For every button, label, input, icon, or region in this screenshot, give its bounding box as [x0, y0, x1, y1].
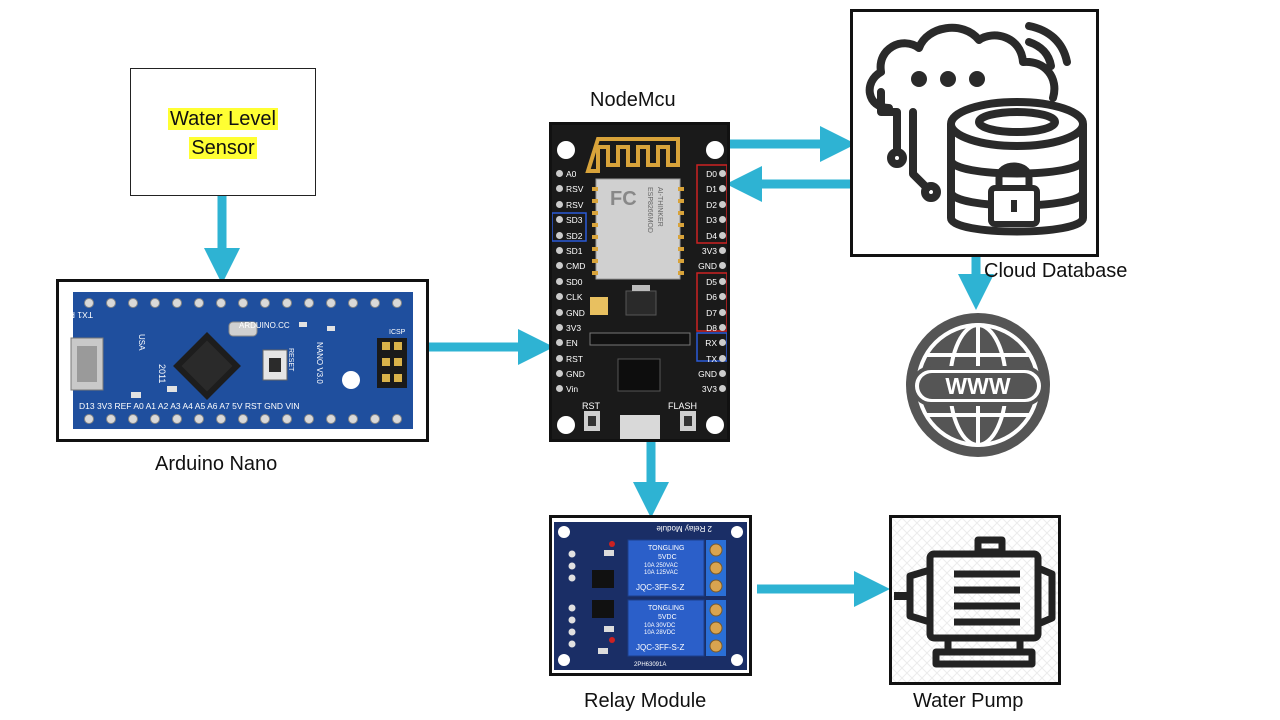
relay2-spec3: 10A 30VDC [644, 623, 676, 629]
arduino-usa-text: USA [137, 334, 146, 351]
cloud-database-box [850, 9, 1099, 257]
nodemcu-pin-label: 3V3 [701, 245, 717, 256]
motor-pump-icon [892, 518, 1058, 682]
nodemcu-left-pins: A0 RSV RSV SD3 SD2 SD1 CMD SD0 CLK GND 3… [556, 167, 596, 398]
nodemcu-pin-label: D7 [706, 307, 717, 318]
nodemcu-pin-label: TX [706, 353, 717, 364]
nodemcu-pin-label: Vin [566, 384, 579, 395]
arduino-nano-label: Arduino Nano [155, 453, 278, 475]
globe-www-icon: WWW [906, 313, 1050, 457]
nodemcu-pin-label: D3 [706, 215, 717, 226]
nodemcu-pin-label: D1 [706, 184, 717, 195]
relay2-part: JQC-3FF-S-Z [636, 643, 685, 652]
relay2-brand: TONGLING [648, 605, 684, 612]
relay2-volt: 5VDC [658, 614, 677, 621]
nodemcu-pin-label: SD2 [566, 230, 583, 241]
water-pump-label: Water Pump [913, 690, 1024, 712]
www-text: WWW [945, 373, 1010, 399]
nodemcu-model-text: ESP8266MOD [646, 187, 653, 233]
arduino-bottom-pin-labels: D13 3V3 REF A0 A1 A2 A3 A4 A5 A6 A7 5V R… [79, 401, 300, 411]
nodemcu-pin-label: D5 [706, 276, 717, 287]
relay-board-title: 2 Relay Module [656, 524, 712, 533]
sensor-label-line1: Water Level [168, 108, 278, 130]
arduino-nano-box: TX1 RX0 RST GND D2 D3 D4 D5 D6 D7 D8 D9 … [56, 279, 429, 442]
cloud-database-label: Cloud Database [984, 260, 1128, 282]
nodemcu-pin-label: GND [566, 307, 585, 318]
arduino-model-text: NANO V3.0 [315, 342, 324, 384]
nodemcu-fc-mark: FC [610, 188, 637, 210]
arduino-reset-text: RESET [287, 348, 294, 372]
nodemcu-flash-button-label: FLASH [668, 401, 697, 411]
relay-module-box: 2 Relay Module TONGLING 5VDC 10A 250VAC … [549, 515, 752, 676]
nodemcu-pin-label: RX [705, 338, 717, 349]
relay1-spec1: 10A 250VAC [644, 563, 679, 569]
nodemcu-pin-label: CMD [566, 261, 586, 272]
nodemcu-pin-label: 3V3 [701, 384, 717, 395]
arduino-year-text: 2011 [157, 364, 167, 383]
nodemcu-label: NodeMcu [590, 89, 676, 111]
nodemcu-pin-label: EN [566, 338, 578, 349]
nodemcu-pin-label: D6 [706, 292, 717, 303]
nodemcu-pin-label: D2 [706, 199, 717, 210]
nodemcu-pin-label: A0 [566, 169, 577, 179]
relay1-brand: TONGLING [648, 545, 684, 552]
sensor-label-line2: Sensor [189, 137, 257, 159]
nodemcu-pin-label: RSV [566, 184, 584, 195]
relay1-part: JQC-3FF-S-Z [636, 583, 685, 592]
nodemcu-board: FC ESP8266MOD AI-THINKER RST FLASH [552, 125, 727, 439]
arduino-icsp-text: ICSP [389, 329, 406, 336]
nodemcu-box: FC ESP8266MOD AI-THINKER RST FLASH A0 R [549, 122, 730, 442]
nodemcu-pin-label: D8 [706, 322, 717, 333]
nodemcu-vendor-text: AI-THINKER [656, 187, 663, 227]
relay2-spec4: 10A 28VDC [644, 630, 676, 636]
arduino-board-text: ARDUINO.CC [239, 321, 290, 330]
relay-module-label: Relay Module [584, 690, 707, 712]
nodemcu-pin-label: RST [566, 353, 583, 364]
water-pump-box [889, 515, 1061, 685]
nodemcu-pin-label: D4 [706, 230, 717, 241]
nodemcu-pin-label: RSV [566, 199, 584, 210]
nodemcu-pin-label: GND [698, 261, 717, 272]
cloud-database-icon [865, 22, 1087, 236]
relay-board-code: 2PH63091A [634, 662, 666, 668]
nodemcu-pin-label: GND [698, 369, 717, 380]
nodemcu-pin-label: GND [566, 369, 585, 380]
water-level-sensor-box: Water Level Sensor [130, 68, 316, 196]
relay-module-board: 2 Relay Module TONGLING 5VDC 10A 250VAC … [554, 522, 747, 670]
nodemcu-pin-label: SD1 [566, 245, 583, 256]
nodemcu-rst-button-label: RST [582, 401, 601, 411]
relay1-volt: 5VDC [658, 554, 677, 561]
relay1-spec2: 10A 125VAC [644, 570, 679, 576]
nodemcu-pin-label: CLK [566, 292, 583, 303]
nodemcu-pin-label: 3V3 [566, 322, 582, 333]
arduino-nano-board: TX1 RX0 RST GND D2 D3 D4 D5 D6 D7 D8 D9 … [59, 292, 413, 429]
nodemcu-right-pins: D0 D1 D2 D3 D4 3V3 GND D5 D6 D7 D8 RX TX… [698, 167, 726, 398]
nodemcu-pin-label: SD3 [566, 215, 583, 226]
nodemcu-pin-label: SD0 [566, 276, 583, 287]
nodemcu-pin-label: D0 [706, 169, 717, 179]
arduino-top-pin-labels: TX1 RX0 RST GND D2 D3 D4 D5 D6 D7 D8 D9 … [59, 310, 93, 320]
